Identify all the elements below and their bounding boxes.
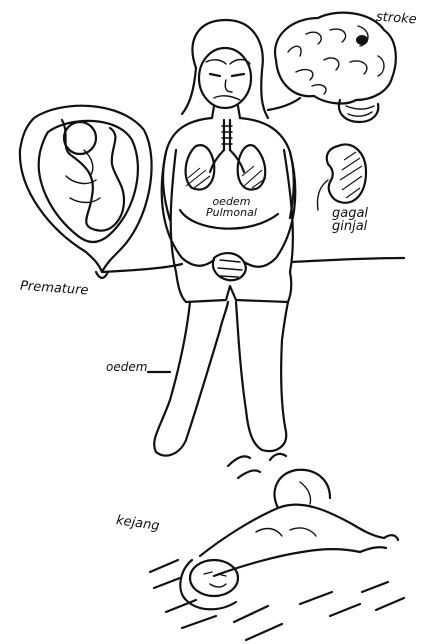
label-gagal-ginjal-line2: ginjal [332,220,368,233]
brain-sketch [275,13,396,122]
label-oedem-pulmonal-line2: Pulmonal [206,207,257,218]
uterus-fetus-sketch [20,106,152,278]
label-gagal-ginjal: gagal ginjal [332,207,368,233]
woman-figure-sketch [154,20,295,456]
label-oedem: oedem [106,361,147,373]
kidney-sketch [317,144,366,210]
label-oedem-pulmonal: oedem Pulmonal [206,196,257,218]
lying-figure-sketch [150,454,404,640]
label-stroke: stroke [376,11,418,27]
